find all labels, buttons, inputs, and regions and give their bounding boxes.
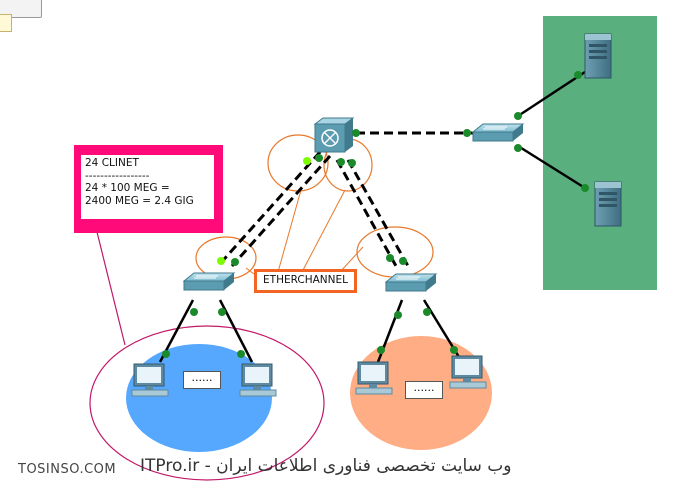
etherchannel-link <box>216 150 322 268</box>
server-bottom-icon[interactable] <box>594 181 622 227</box>
core-multilayer-switch-icon[interactable] <box>313 117 355 153</box>
etherchannel-link <box>346 159 410 267</box>
note-line: 2400 MEG = 2.4 GIG <box>85 194 194 207</box>
footer-right-watermark: ITPro.ir - وب سایت تخصصی فناوری اطلاعات … <box>140 456 512 476</box>
server-top-icon[interactable] <box>584 33 612 79</box>
access-switch-right-icon[interactable] <box>385 273 437 292</box>
callout-line <box>339 246 364 273</box>
note-line: 24 CLINET <box>85 157 139 169</box>
access-switch-left-icon[interactable] <box>183 272 235 291</box>
note-line: 24 * 100 MEG = <box>85 182 170 194</box>
etherchannel-label: ETHERCHANNEL <box>254 269 357 293</box>
bandwidth-note: 24 CLINET ----------------- 24 * 100 MEG… <box>74 145 223 233</box>
left-lan-more-clients: ...... <box>183 371 221 389</box>
server-link <box>517 144 586 190</box>
server-switch-icon[interactable] <box>472 123 524 142</box>
window-corner-widget <box>0 0 42 18</box>
client-group-callout <box>89 325 325 481</box>
bandwidth-note-text: 24 CLINET ----------------- 24 * 100 MEG… <box>81 155 214 219</box>
callout-line <box>277 189 302 273</box>
pc-icon[interactable] <box>239 363 277 397</box>
right-lan-more-clients: ...... <box>405 381 443 399</box>
footer-left-watermark: TOSINSO.COM <box>18 462 117 477</box>
access-right-port-callout <box>356 226 434 278</box>
etherchannel-link <box>230 155 332 267</box>
callout-line <box>245 267 255 275</box>
etherchannel-link <box>335 159 398 267</box>
pc-icon[interactable] <box>449 355 487 389</box>
window-corner-tab <box>0 14 12 32</box>
pc-icon[interactable] <box>131 363 169 397</box>
server-link <box>517 70 586 118</box>
pc-icon[interactable] <box>355 361 393 395</box>
link-status-dots <box>162 71 589 358</box>
note-line: ----------------- <box>85 169 150 182</box>
callout-line <box>301 189 346 273</box>
note-pointer-line <box>96 231 126 346</box>
